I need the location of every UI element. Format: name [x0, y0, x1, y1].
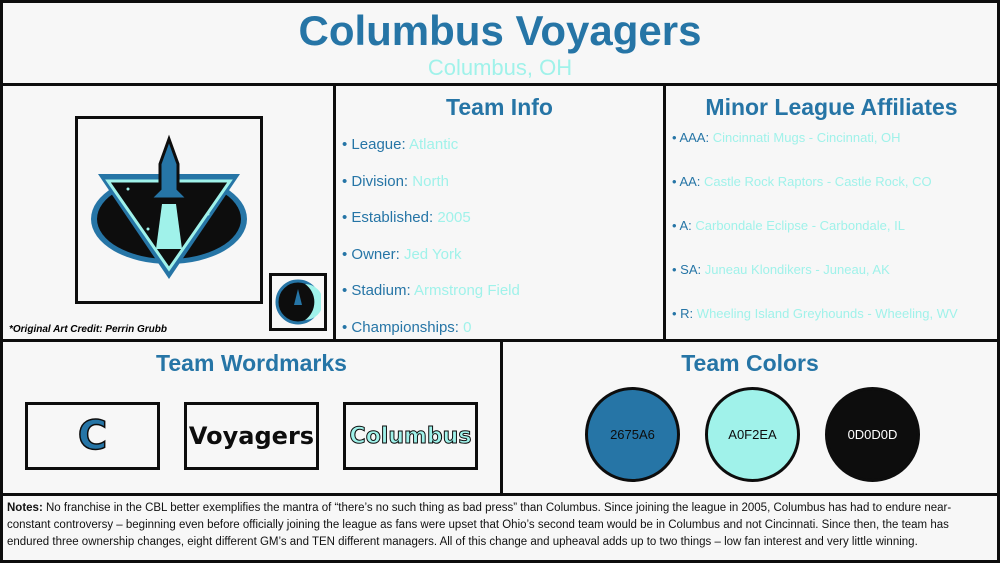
colors-title: Team Colors	[681, 350, 819, 376]
item-label: Division:	[351, 172, 409, 190]
affiliate-item: • AA: Castle Rock Raptors - Castle Rock,…	[672, 174, 932, 189]
team-info-item: • Championships: 0	[342, 318, 472, 336]
wordmark-voyagers: Voyagers	[184, 402, 319, 470]
affiliate-item: • R: Wheeling Island Greyhounds - Wheeli…	[672, 306, 958, 321]
item-value: Armstrong Field	[413, 282, 520, 299]
affiliate-item: • AAA: Cincinnati Mugs - Cincinnati, OH	[672, 130, 901, 145]
item-value: Castle Rock Raptors - Castle Rock, CO	[704, 174, 932, 189]
item-value: Jed York	[403, 245, 462, 263]
team-info-item: • League: Atlantic	[342, 136, 459, 153]
colors-panel: Team Colors 2675A6 A0F2EA 0D0D0D	[500, 339, 1000, 496]
art-credit: *Original Art Credit: Perrin Grubb	[9, 324, 167, 335]
secondary-logo	[269, 273, 327, 331]
item-label: AAA:	[679, 130, 710, 145]
item-value: Wheeling Island Greyhounds - Wheeling, W…	[696, 306, 958, 321]
team-info-item: • Owner: Jed York	[342, 245, 462, 263]
item-value: 2005	[437, 209, 471, 226]
affiliate-item: • A: Carbondale Eclipse - Carbondale, IL	[672, 218, 905, 233]
affiliates-panel: Minor League Affiliates • AAA: Cincinnat…	[663, 83, 1000, 342]
item-label: SA:	[680, 262, 702, 277]
team-info-title: Team Info	[446, 94, 553, 120]
wordmarks-title: Team Wordmarks	[156, 350, 347, 376]
color-swatch: 0D0D0D	[825, 387, 920, 482]
item-value: Atlantic	[409, 136, 459, 153]
affiliate-item: • SA: Juneau Klondikers - Juneau, AK	[672, 262, 890, 277]
item-label: League:	[351, 136, 406, 153]
team-info-item: • Stadium: Armstrong Field	[342, 282, 520, 299]
wordmarks-panel: Team Wordmarks C Voyagers Columbus	[0, 339, 503, 496]
item-label: AA:	[679, 174, 701, 189]
team-location: Columbus, OH	[427, 55, 573, 80]
item-value: North	[412, 172, 449, 190]
item-value: Juneau Klondikers - Juneau, AK	[704, 262, 890, 277]
notes-label: Notes:	[7, 502, 43, 514]
logo-panel: *Original Art Credit: Perrin Grubb	[0, 83, 336, 342]
color-swatch: A0F2EA	[705, 387, 800, 482]
item-value: 0	[463, 318, 472, 336]
notes-text: No franchise in the CBL better exemplifi…	[7, 502, 952, 548]
notes-panel: Notes: No franchise in the CBL better ex…	[0, 493, 1000, 563]
color-swatch: 2675A6	[585, 387, 680, 482]
item-value: Cincinnati Mugs - Cincinnati, OH	[712, 130, 901, 145]
wordmark-c: C	[25, 402, 160, 470]
moon-rocket-logo-icon	[275, 279, 321, 325]
affiliates-title: Minor League Affiliates	[705, 94, 958, 120]
item-label: R:	[680, 306, 694, 321]
item-value: Carbondale Eclipse - Carbondale, IL	[695, 218, 905, 233]
header: Columbus Voyagers Columbus, OH	[0, 0, 1000, 86]
team-title: Columbus Voyagers	[298, 7, 702, 54]
team-info-item: • Established: 2005	[342, 209, 471, 226]
item-label: Owner:	[351, 245, 400, 263]
voyagers-logo-icon	[91, 134, 247, 279]
item-label: Stadium:	[351, 282, 411, 299]
wordmark-columbus: Columbus	[343, 402, 478, 470]
team-info-panel: Team Info • League: Atlantic • Division: …	[333, 83, 666, 342]
item-label: A:	[679, 218, 692, 233]
team-info-item: • Division: North	[342, 172, 449, 190]
item-label: Established:	[351, 209, 434, 226]
primary-logo	[75, 116, 263, 304]
item-label: Championships:	[351, 318, 459, 336]
